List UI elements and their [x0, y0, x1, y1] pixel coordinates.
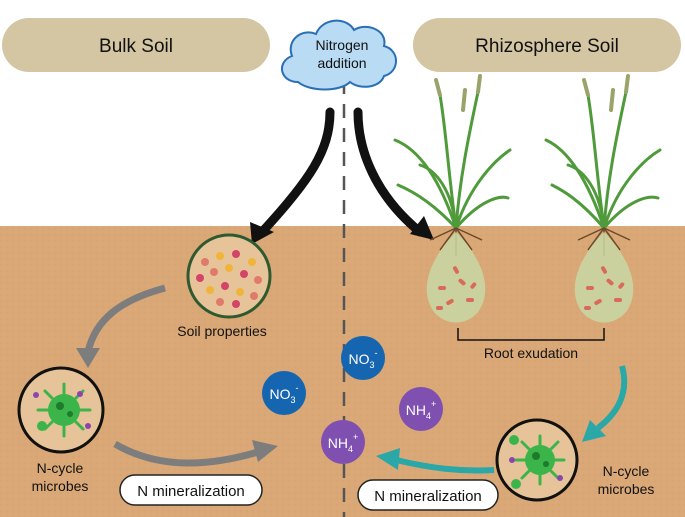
mineralization-right-pill: [357, 479, 499, 511]
root-exudation-bracket: [457, 328, 605, 341]
arrow-head-mineralization-right: [376, 448, 400, 470]
no3-ion-center: NO3-: [341, 336, 385, 380]
nh4-center-base: NH: [328, 435, 348, 451]
arrow-soil-to-microbes: [84, 284, 166, 353]
rhizosphere-soil-label: Rhizosphere Soil: [475, 36, 619, 57]
microbes-left-icon: [17, 366, 105, 454]
nh4-right-sup: +: [431, 399, 436, 409]
nh4-right-sub: 4: [426, 411, 431, 421]
microbes-right-label-line1: N-cycle: [603, 463, 650, 479]
no3-left-sup: -: [296, 383, 299, 393]
microbes-left-label-line2: microbes: [32, 478, 89, 494]
soil-properties-label: Soil properties: [177, 323, 267, 339]
svg-text:NH4+: NH4+: [328, 432, 359, 454]
arrow-head-exudation-to-microbes: [582, 420, 606, 442]
arrow-exudation-to-microbes: [596, 365, 628, 431]
microbes-left-label-line1: N-cycle: [37, 460, 84, 476]
nh4-center-sup: +: [353, 432, 358, 442]
nh4-right-base: NH: [406, 402, 426, 418]
plant-right-icon: [544, 74, 662, 323]
arrow-to-rhizo: [353, 107, 425, 237]
no3-ion-left: NO3-: [262, 371, 306, 415]
no3-center-base: NO: [348, 351, 369, 367]
svg-text:NO3-: NO3-: [348, 348, 377, 370]
bulk-soil-label: Bulk Soil: [99, 36, 173, 57]
no3-center-sup: -: [375, 348, 378, 358]
cloud-label-line2: addition: [317, 55, 366, 71]
mineralization-left-label: N mineralization: [137, 483, 245, 500]
cloud-label-line1: Nitrogen: [316, 37, 369, 53]
arrow-mineralization-left: [113, 440, 259, 467]
arrow-head-bulk: [250, 222, 274, 244]
arrow-head-mineralization-left: [252, 440, 278, 462]
arrow-mineralization-right: [395, 457, 495, 474]
nh4-ion-center: NH4+: [321, 420, 365, 464]
no3-left-sub: 3: [290, 395, 295, 405]
arrow-head-soil-to-microbes: [76, 348, 100, 368]
no3-left-base: NO: [269, 386, 290, 402]
microbes-right-label-line2: microbes: [598, 481, 655, 497]
root-exudation-label: Root exudation: [484, 345, 578, 361]
arrow-to-bulk: [257, 107, 335, 237]
cloud-icon: [281, 19, 397, 91]
nh4-ion-right: NH4+: [399, 387, 443, 431]
soil-properties-icon: [186, 233, 272, 319]
plant-left-icon: [393, 74, 512, 323]
nh4-center-sub: 4: [348, 444, 353, 454]
bulk-soil-pill: [2, 18, 270, 72]
arrow-head-rhizo: [410, 216, 434, 240]
rhizosphere-soil-pill: [413, 18, 681, 72]
microbes-right-icon: [495, 418, 579, 502]
mineralization-right-label: N mineralization: [374, 488, 482, 505]
no3-center-sub: 3: [369, 360, 374, 370]
svg-text:NH4+: NH4+: [406, 399, 437, 421]
mineralization-left-pill: [119, 474, 263, 506]
svg-text:NO3-: NO3-: [269, 383, 298, 405]
